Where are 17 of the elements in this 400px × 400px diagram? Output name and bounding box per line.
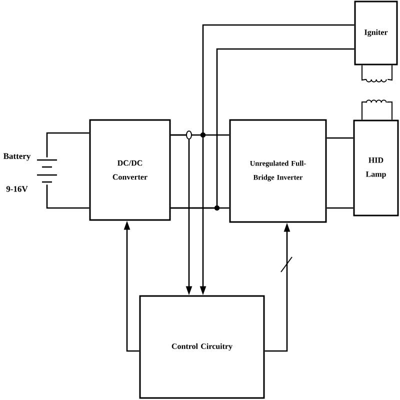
- block-box: Igniter: [354, 0, 398, 66]
- wire: [387, 64, 392, 81]
- block-box: DC/DC Converter: [89, 119, 171, 221]
- wire: [326, 207, 354, 209]
- wire: [362, 102, 367, 120]
- wire: [387, 102, 392, 120]
- battery-symbol: [36, 159, 58, 183]
- side-label: 9-16V: [6, 186, 28, 192]
- transformer-symbol: [366, 78, 387, 104]
- wire: [46, 132, 90, 158]
- control-box: Control Circuitry: [139, 295, 265, 399]
- wire: [46, 184, 90, 209]
- side-label: Battery: [3, 153, 31, 161]
- wire: [170, 48, 354, 209]
- wire: [362, 64, 367, 81]
- wire: [326, 137, 354, 139]
- block-box: HID Lamp: [353, 120, 399, 216]
